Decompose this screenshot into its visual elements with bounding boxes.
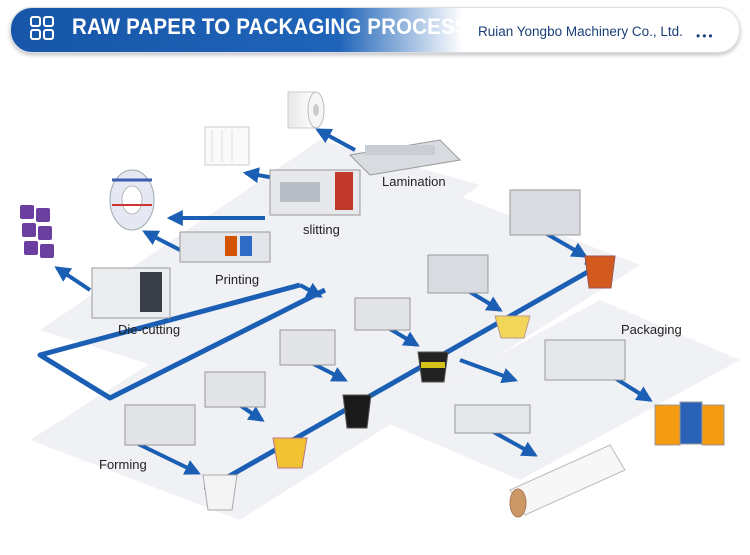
label-lamination: Lamination [382, 174, 446, 189]
cup-stacker-machine [454, 404, 531, 434]
forming-machine-6 [509, 189, 581, 236]
stacked-cups-icon [509, 444, 626, 518]
cup-green-black [417, 351, 449, 383]
paper-roll-icon [287, 91, 325, 129]
die-cutting-machine [91, 267, 171, 319]
label-packaging: Packaging [621, 322, 682, 337]
bowl-yellow [494, 315, 531, 339]
cup-yellow [272, 437, 308, 469]
cup-red [584, 255, 616, 289]
cup-white [202, 474, 238, 511]
die-cut-blanks-icon [20, 205, 54, 258]
page-title: RAW PAPER TO PACKAGING PROCESS [72, 14, 469, 39]
forming-machine-3 [279, 329, 336, 366]
packaged-cups-icon [654, 401, 725, 446]
menu-dots-icon[interactable]: ••• [696, 29, 715, 43]
lamination-machine [348, 139, 462, 176]
label-printing: Printing [215, 272, 260, 287]
header-banner [10, 7, 740, 53]
printing-machine [179, 231, 271, 263]
grid-icon [30, 16, 54, 40]
paper-sheet-icon [204, 126, 250, 166]
forming-machine-5 [427, 254, 489, 294]
label-forming: Forming [99, 457, 147, 472]
forming-machine-2 [204, 371, 266, 408]
forming-machine-1 [124, 404, 196, 446]
forming-machine-4 [354, 297, 411, 331]
label-slitting: slitting [303, 222, 340, 237]
packaging-machine [544, 339, 626, 381]
label-die-cutting: Die-cutting [118, 322, 181, 337]
cup-black [342, 394, 372, 429]
slitting-machine [269, 169, 361, 216]
printed-roll-icon [109, 169, 155, 231]
company-name: Ruian Yongbo Machinery Co., Ltd. [478, 24, 683, 39]
